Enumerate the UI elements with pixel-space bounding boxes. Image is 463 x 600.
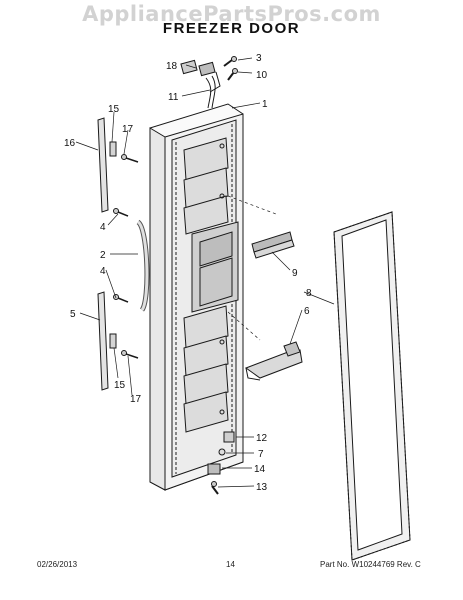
washer-7	[218, 448, 226, 456]
screw-13	[211, 481, 219, 495]
callout-3: 3	[256, 53, 262, 64]
callout-2: 2	[100, 250, 106, 261]
callout-13: 13	[256, 482, 268, 493]
trim-part-9	[251, 231, 295, 259]
callout-15-lower: 15	[114, 380, 126, 391]
callout-7: 7	[258, 449, 264, 460]
callout-11: 11	[168, 92, 179, 103]
screw-4a	[113, 208, 129, 217]
footer-part-number: Part No. W10244769 Rev. C	[320, 560, 421, 569]
callout-15-upper: 15	[108, 104, 120, 115]
page-title: FREEZER DOOR	[162, 20, 301, 37]
callout-5: 5	[70, 309, 76, 320]
hinge-part-12	[223, 431, 235, 443]
wire-harness	[180, 59, 221, 109]
hinge-clip-15b	[109, 333, 117, 349]
door-bin-6	[244, 341, 303, 381]
callout-4-upper: 4	[100, 222, 106, 233]
callout-4-lower: 4	[100, 266, 106, 277]
callout-8: 8	[306, 288, 312, 299]
door-handle	[136, 219, 150, 312]
screw-3	[223, 56, 237, 67]
screw-17a	[121, 154, 139, 163]
callout-17-upper: 17	[122, 124, 134, 135]
callout-16: 16	[64, 138, 76, 149]
callout-17-lower: 17	[130, 394, 142, 405]
screw-10	[227, 68, 238, 81]
bracket-14	[207, 463, 221, 475]
callout-9: 9	[292, 268, 298, 279]
callout-12: 12	[256, 433, 268, 444]
footer-date: 02/26/2013	[37, 560, 78, 569]
hinge-clip-15a	[109, 141, 117, 157]
footer-page-number: 14	[226, 560, 235, 569]
callout-1: 1	[262, 99, 268, 110]
callout-6: 6	[304, 306, 310, 317]
door-gasket	[333, 211, 411, 561]
callout-10: 10	[256, 70, 268, 81]
callout-14: 14	[254, 464, 266, 475]
freezer-door-panel	[149, 103, 244, 491]
screw-4b	[113, 294, 129, 303]
screw-17b	[121, 350, 139, 359]
trim-strip-16	[97, 117, 109, 213]
callout-18: 18	[166, 61, 178, 72]
trim-strip-5	[97, 291, 109, 391]
watermark: AppliancePartsPros.com	[82, 2, 381, 26]
